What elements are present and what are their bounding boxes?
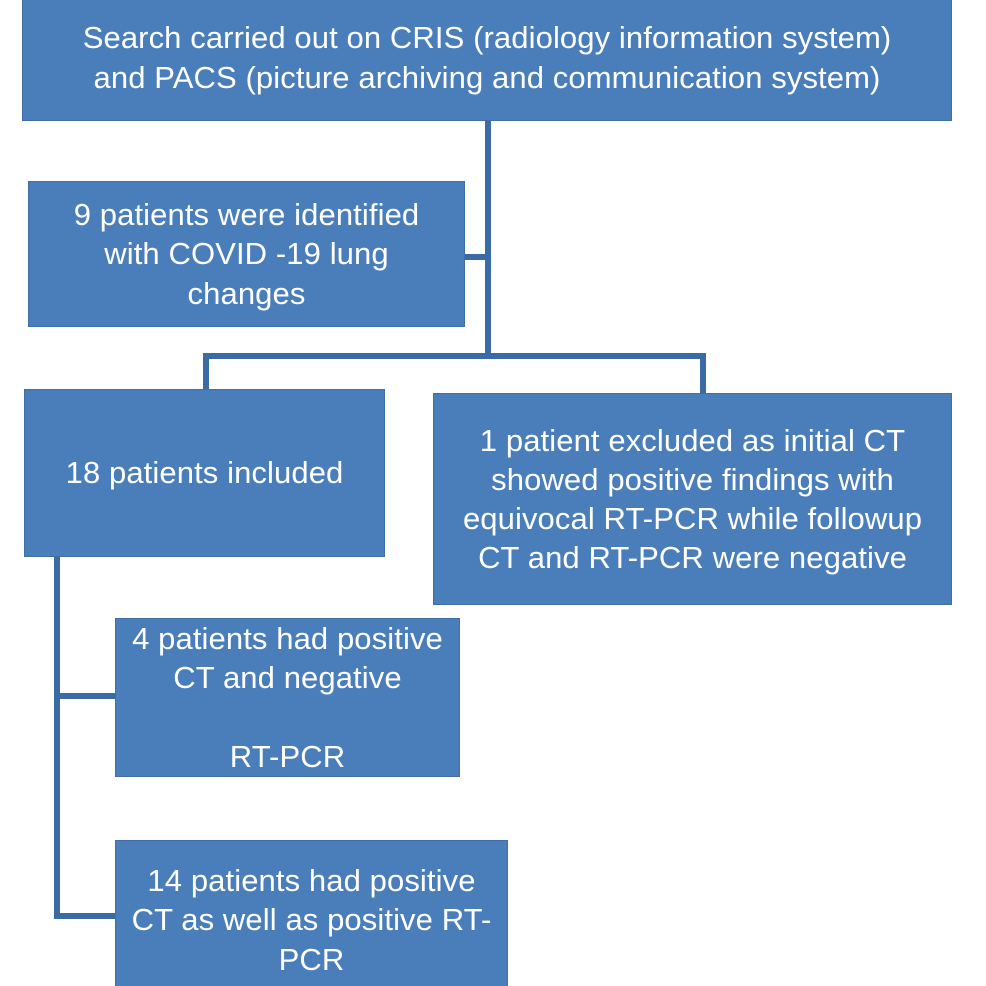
connector-spine-to-ct-pos-pcr-pos [54,913,118,919]
connector-search-to-split [485,121,491,359]
node-patients-identified: 9 patients were identified with COVID -1… [28,181,465,327]
node-ct-positive-pcr-positive: 14 patients had positive CT as well as p… [115,840,508,986]
connector-identified-to-trunk [464,254,488,260]
node-ct-positive-pcr-negative: 4 patients had positive CT and negative … [115,618,460,777]
connector-split-to-excluded [700,353,706,393]
node-patient-excluded: 1 patient excluded as initial CT showed … [433,393,952,605]
node-search-source: Search carried out on CRIS (radiology in… [22,0,952,121]
connector-split-bar [203,353,706,359]
node-patients-included: 18 patients included [24,389,385,557]
connector-included-spine [54,557,60,919]
connector-spine-to-ct-pos-pcr-neg [54,693,118,699]
connector-split-to-included [203,353,209,389]
